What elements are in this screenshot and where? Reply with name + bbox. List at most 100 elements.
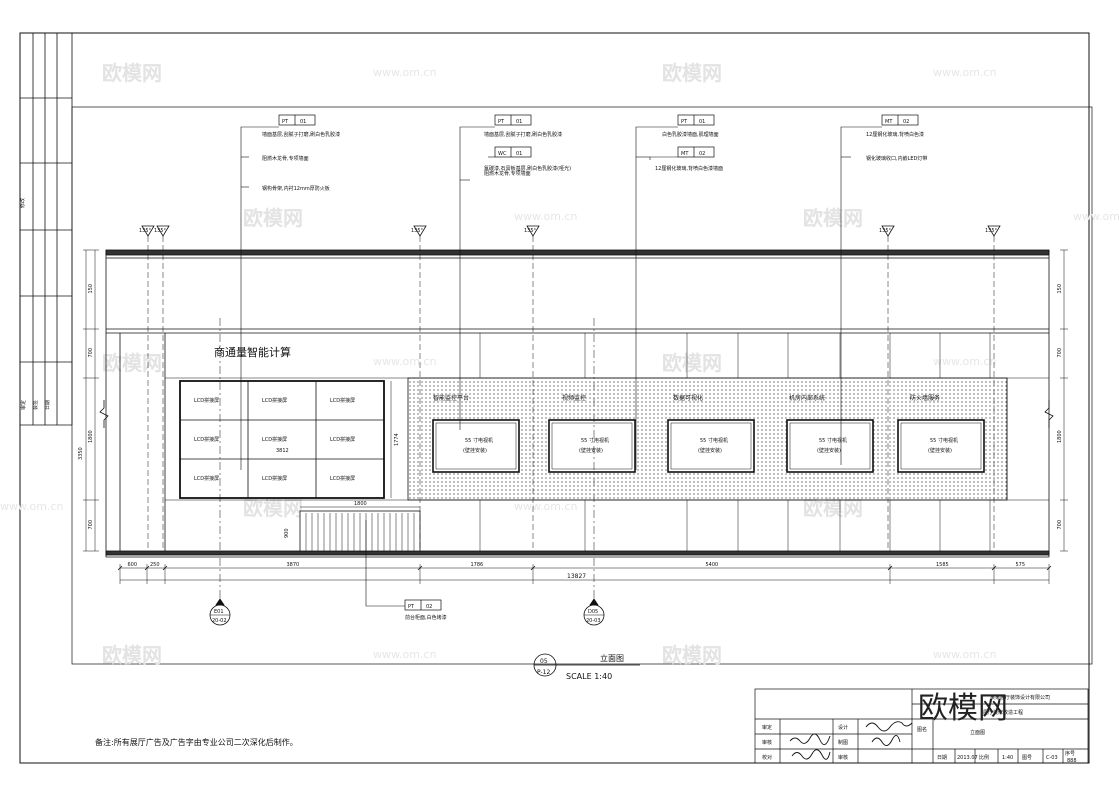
watermarks: 欧模网 www.om.cn 欧模网 www.om.cn 欧模网 www.om.c…	[0, 61, 1119, 667]
material-number: 01	[300, 119, 306, 125]
right-dimension: 1800	[1057, 430, 1063, 443]
material-number: 02	[903, 119, 909, 125]
tv-screen-label: 55 寸电视机	[465, 437, 493, 444]
watermark-brand: 欧模网	[662, 351, 722, 375]
tv-screen	[786, 419, 874, 473]
tv-screen-sub: (壁挂安装)	[928, 447, 952, 454]
lcd-cell-label: LCD拼接屏	[262, 397, 287, 404]
watermark-url: www.om.cn	[933, 648, 996, 661]
tb-serial-label: 序号	[1065, 750, 1075, 757]
tb-sheet: C-03	[1046, 755, 1058, 761]
material-description: 阻燃木龙骨,专项墙面	[262, 155, 309, 162]
brand-logo: 欧模网	[918, 691, 1008, 726]
elevation-mark	[156, 225, 170, 237]
tv-screen-label: 55 寸电视机	[700, 437, 728, 444]
tb-serial: 888	[1067, 758, 1077, 764]
drawing-note: 备注:所有展厅广告及广告字由专业公司二次深化后制作。	[95, 737, 298, 747]
material-tag-box	[677, 146, 715, 158]
sheet-border	[19, 32, 1090, 764]
tb-row-left: 审定	[762, 724, 772, 731]
tv-screen-inner	[435, 422, 517, 470]
display-title: 防火墙服务	[910, 394, 940, 402]
watermark-url: www.om.cn	[373, 648, 436, 661]
drawing-title: 立面图	[600, 653, 624, 663]
tv-screen	[548, 419, 636, 473]
elevation-mark	[413, 225, 427, 237]
bottom-dimension-line	[120, 567, 1049, 581]
material-number: 02	[426, 604, 432, 610]
watermark-url: www.om.cn	[514, 210, 577, 223]
watermark-url: www.om.cn	[933, 355, 996, 368]
watermark-url: www.om.cn	[1073, 210, 1119, 223]
tb-sheet-label: 图号	[1022, 755, 1032, 761]
tb-row-left: 校对	[762, 754, 772, 761]
left-dimension: 150	[88, 284, 94, 294]
tb-row-left: 审核	[762, 739, 772, 746]
watermark-url: www.om.cn	[514, 500, 577, 513]
watermark-brand: 欧模网	[803, 206, 863, 230]
watermark-url: www.om.cn	[373, 355, 436, 368]
material-code: MT	[885, 119, 893, 125]
elevation-mark	[526, 225, 540, 237]
material-tag-box	[494, 146, 532, 158]
bottom-dimension: 250	[150, 562, 160, 568]
counter-height-dim: 900	[284, 528, 290, 538]
tv-screen-inner	[551, 422, 633, 470]
section-callouts: E01 20-02 D05 20-03	[209, 318, 605, 626]
section-callout-bottom: 20-03	[586, 618, 601, 624]
bottom-dimension: 3870	[287, 562, 300, 568]
tv-screen-sub: (壁挂安装)	[698, 447, 722, 454]
tb-drawing-name-label: 图名	[917, 726, 927, 733]
section-callout-bottom: 20-02	[212, 618, 227, 624]
section-arrow	[589, 598, 599, 606]
title-block: 审定 审核 校对 设计 制图 审核 图名 立面图 某某展厅装饰设计有限公司 展厅…	[754, 688, 1089, 764]
total-dimension: 13827	[567, 573, 586, 580]
tv-screen-label: 55 寸电视机	[930, 437, 958, 444]
watermark-url: www.om.cn	[373, 66, 436, 79]
material-number: 01	[699, 119, 705, 125]
lcd-cell-label: LCD拼接屏	[262, 475, 287, 482]
display-title: 视频监控	[562, 394, 586, 402]
section-callout-top: E01	[214, 609, 224, 615]
section-callout-top: D05	[588, 609, 598, 615]
bottom-dimension: 5400	[706, 562, 719, 568]
lcd-cell-label: LCD拼接屏	[194, 397, 219, 404]
lcd-cell-label: LCD拼接屏	[330, 475, 355, 482]
left-dimension: 700	[88, 348, 94, 358]
material-description: 白色乳胶漆墙面,肌理墙面	[662, 131, 719, 138]
tv-screen-sub: (壁挂安装)	[817, 447, 841, 454]
tv-screen-inner	[900, 422, 982, 470]
watermark-brand: 欧模网	[243, 496, 303, 520]
reception-counter: 1800 900	[284, 501, 421, 552]
material-description: 12厘钢化玻璃,背喷白色漆	[866, 131, 924, 138]
material-code: PT	[408, 604, 415, 610]
material-description: 钢化玻璃收口,内嵌LED灯带	[866, 155, 927, 162]
watermark-brand: 欧模网	[662, 61, 722, 85]
lcd-video-wall: LCD拼接屏 LCD拼接屏 LCD拼接屏 LCD拼接屏 LCD拼接屏 LCD拼接…	[179, 380, 400, 499]
drawing-scale: SCALE 1:40	[566, 672, 612, 681]
lcd-cell-label: LCD拼接屏	[194, 475, 219, 482]
material-tag-box	[677, 114, 715, 126]
watermark-brand: 欧模网	[662, 643, 722, 667]
tv-screen	[667, 419, 755, 473]
tv-screen-inner	[670, 422, 752, 470]
watermark-brand: 欧模网	[102, 643, 162, 667]
break-symbol-left	[99, 400, 109, 428]
screen-width-dim: 3812	[276, 448, 289, 454]
floor-band	[105, 550, 1050, 556]
left-dimension: 1800	[88, 430, 94, 443]
tb-company: 某某展厅装饰设计有限公司	[990, 694, 1050, 701]
break-symbol-right	[1044, 400, 1054, 428]
left-revision-strip: 修改 审定 会签 日期	[19, 33, 73, 426]
tb-row-mid: 审核	[838, 754, 848, 761]
bottom-dimension: 1786	[471, 562, 484, 568]
wall-heading: 商通量智能计算	[214, 345, 291, 359]
strip-label-1: 修改	[19, 198, 26, 208]
material-tag-box	[404, 599, 442, 611]
tv-screen-sub: (壁挂安装)	[579, 447, 603, 454]
tb-scale-label: 比例	[979, 754, 989, 761]
strip-label-3: 会签	[32, 400, 39, 410]
